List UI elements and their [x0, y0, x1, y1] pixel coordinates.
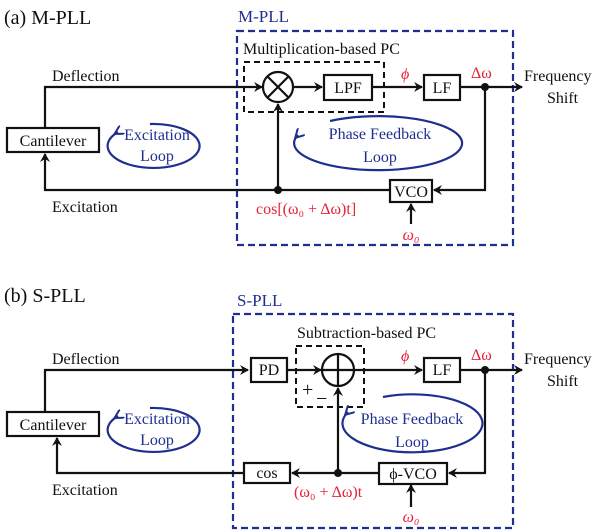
pc-title: Subtraction-based PC	[297, 325, 436, 342]
lf-label: LF	[433, 362, 452, 379]
excitation-wire	[40, 153, 390, 192]
mpll-boundary	[235, 29, 515, 247]
cos-signal-label: cos[(ω₀ + Δω)t]	[256, 201, 356, 218]
panel-a-label: (a) M-PLL	[4, 7, 91, 29]
cantilever-block	[5, 410, 101, 438]
lf-block	[422, 356, 462, 384]
junction-dot	[481, 366, 489, 374]
junction-dot	[274, 186, 282, 194]
summer-icon	[320, 352, 356, 388]
cantilever-block	[5, 126, 101, 154]
vco-label: VCO	[394, 184, 428, 201]
phase-loop-arrow-icon	[293, 115, 464, 172]
excitation-loop-label-1: Excitation	[124, 127, 190, 144]
plus-sign: +	[302, 379, 313, 401]
spll-boundary	[231, 312, 515, 530]
dw-to-vco-wire	[448, 370, 487, 478]
mpll-box-title: M-PLL	[238, 7, 289, 26]
panel-b-label: (b) S-PLL	[4, 285, 86, 307]
pc-title: Multiplication-based PC	[243, 41, 400, 58]
spll-box-title: S-PLL	[237, 291, 282, 310]
cos-block	[242, 461, 292, 485]
delta-omega-label: Δω	[471, 65, 492, 82]
panel-b: (b) S-PLL S-PLL Subtraction-based PC + −…	[4, 285, 592, 530]
phase-loop-label-2: Loop	[395, 434, 429, 451]
frequency-label: Frequency	[524, 68, 592, 85]
panel-a: (a) M-PLL M-PLL Multiplication-based PC …	[4, 7, 592, 247]
lpf-label: LPF	[334, 80, 362, 97]
excitation-loop-arrow-icon	[106, 406, 201, 453]
deflection-wire	[43, 365, 249, 412]
phi-label: ϕ	[401, 66, 409, 83]
delta-omega-label: Δω	[471, 347, 492, 364]
excitation-loop-label-2: Loop	[140, 432, 174, 449]
phi-vco-label: ϕ-VCO	[389, 466, 437, 483]
pd-label: PD	[259, 362, 279, 379]
dw-to-vco-wire	[433, 87, 487, 195]
junction-dot	[481, 83, 489, 91]
deflection-wire	[43, 82, 263, 128]
excitation-loop-label-1: Excitation	[124, 411, 190, 428]
excitation-loop-arrow-icon	[106, 122, 201, 169]
phase-loop-label-2: Loop	[363, 149, 397, 166]
shift-label: Shift	[547, 373, 579, 390]
phi-label: ϕ	[401, 348, 409, 365]
excitation-loop-label-2: Loop	[140, 148, 174, 165]
cos-label: cos	[256, 465, 277, 482]
frequency-label: Frequency	[524, 351, 592, 368]
minus-sign: −	[316, 388, 327, 410]
cantilever-label: Cantilever	[20, 417, 87, 434]
omega0-label: ω₀	[403, 227, 420, 244]
excitation-wire	[52, 437, 244, 475]
phase-loop-label-1: Phase Feedback	[329, 126, 432, 143]
phase-loop-label-1: Phase Feedback	[361, 411, 464, 428]
excitation-label: Excitation	[52, 199, 118, 216]
junction-dot	[334, 469, 342, 477]
pd-block	[249, 356, 289, 384]
deflection-label: Deflection	[52, 68, 120, 85]
deflection-label: Deflection	[52, 351, 120, 368]
shift-label: Shift	[547, 90, 579, 107]
excitation-label: Excitation	[52, 482, 118, 499]
lpf-block	[322, 73, 374, 102]
pc-boundary	[295, 345, 365, 408]
multiplier-icon	[261, 70, 295, 104]
lf-block	[422, 73, 462, 102]
phase-loop-arrow-icon	[341, 393, 484, 454]
lf-label: LF	[433, 80, 452, 97]
omega0-label: ω₀	[403, 509, 420, 526]
cantilever-label: Cantilever	[20, 133, 87, 150]
phase-signal-label: (ω₀ + Δω)t	[294, 484, 363, 501]
vco-block	[388, 178, 434, 204]
phi-vco-block	[377, 461, 449, 486]
